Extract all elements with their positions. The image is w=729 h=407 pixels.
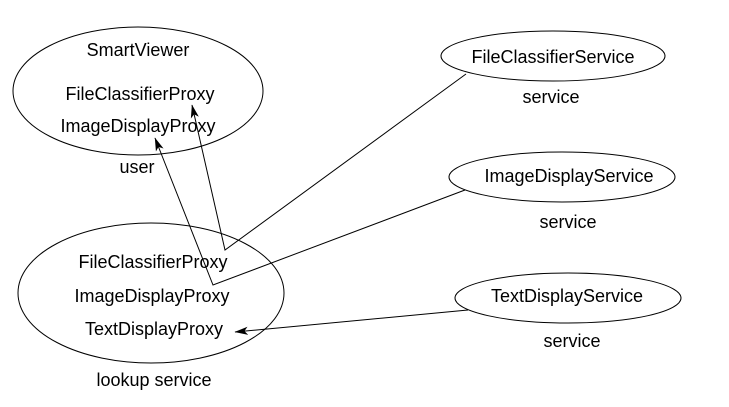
- user-fileclassifierproxy-label: FileClassifierProxy: [65, 84, 215, 104]
- text-display-service-ellipse: [454, 272, 682, 324]
- lookup-service-ellipse: [17, 222, 285, 364]
- user-ellipse: [12, 26, 264, 156]
- file-classifier-service-title: FileClassifierService: [471, 47, 635, 67]
- lookup-imagedisplayproxy-label: ImageDisplayProxy: [74, 286, 230, 306]
- lookup-fileclassifierproxy-label: FileClassifierProxy: [78, 252, 228, 272]
- image-display-service-title: ImageDisplayService: [484, 166, 654, 186]
- text-display-service-caption: service: [543, 331, 601, 351]
- user-node-title: SmartViewer: [86, 40, 190, 60]
- user-imagedisplayproxy-label: ImageDisplayProxy: [60, 116, 216, 136]
- user-caption: user: [119, 157, 155, 177]
- lookup-textdisplayproxy-label: TextDisplayProxy: [84, 319, 224, 339]
- edge-textdisplay-arrow: [234, 309, 469, 335]
- edge-imagedisplay-arrow: [154, 137, 466, 286]
- edge-fileclassifier-arrow: [190, 73, 467, 251]
- image-display-service-caption: service: [539, 212, 597, 232]
- text-display-service-title: TextDisplayService: [490, 286, 644, 306]
- file-classifier-service-ellipse: [440, 30, 666, 82]
- image-display-service-ellipse: [448, 151, 676, 203]
- file-classifier-service-caption: service: [522, 87, 580, 107]
- lookup-caption: lookup service: [96, 370, 212, 390]
